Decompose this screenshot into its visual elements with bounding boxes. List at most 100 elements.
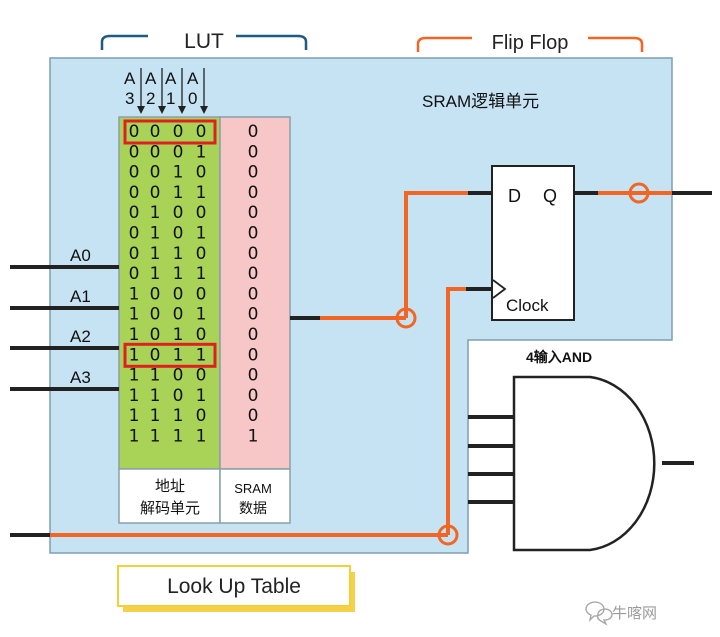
address-bit: 1 — [173, 264, 184, 284]
input-label: A0 — [70, 246, 91, 265]
address-bit: 0 — [150, 305, 161, 325]
address-bit: 1 — [129, 284, 140, 304]
sram-footer-line1: SRAM — [234, 481, 272, 496]
and-gate — [512, 375, 656, 552]
sram-bit: 0 — [248, 224, 259, 244]
lookup-table-label: Look Up Table — [167, 575, 301, 598]
address-bit: 1 — [150, 406, 161, 426]
address-bit: 0 — [173, 203, 184, 223]
address-bit: 0 — [150, 163, 161, 183]
row-highlight-box — [123, 342, 217, 368]
sram-bit: 1 — [248, 427, 259, 447]
sram-bit: 0 — [248, 305, 259, 325]
address-arrow-head — [200, 106, 208, 114]
address-bit: 1 — [173, 406, 184, 426]
row-highlight-box — [123, 119, 217, 145]
mux-junction-1 — [395, 307, 417, 329]
sram-bit: 0 — [248, 386, 259, 406]
address-bit: 1 — [173, 325, 184, 345]
address-bit: 0 — [196, 122, 207, 142]
sram-bit: 0 — [248, 366, 259, 386]
sram-bit: 0 — [248, 203, 259, 223]
address-bit: 0 — [173, 224, 184, 244]
ff-d-label: D — [508, 186, 521, 206]
address-bit: 1 — [173, 345, 184, 365]
address-bit: 1 — [150, 244, 161, 264]
address-bit: 0 — [196, 366, 207, 386]
address-bit: 1 — [196, 142, 207, 162]
address-bit: 0 — [129, 203, 140, 223]
lut-label: LUT — [184, 30, 224, 53]
clock-wire — [50, 287, 466, 537]
address-bit: 1 — [196, 264, 207, 284]
address-bit: 1 — [173, 244, 184, 264]
flipflop-label: Flip Flop — [492, 32, 569, 54]
address-bit: 0 — [173, 366, 184, 386]
ff-q-label: Q — [543, 186, 557, 206]
address-bit: 1 — [150, 203, 161, 223]
address-bit: 0 — [173, 142, 184, 162]
address-bit: 0 — [129, 264, 140, 284]
address-bit: 0 — [129, 244, 140, 264]
address-footer-line2: 解码单元 — [140, 500, 200, 517]
address-bit: 1 — [129, 366, 140, 386]
ff-clock-label: Clock — [506, 296, 549, 315]
address-bit: 1 — [129, 345, 140, 365]
lut-to-d-wire — [320, 191, 468, 320]
address-header-digit: 0 — [188, 89, 197, 108]
address-bit: 1 — [196, 386, 207, 406]
sram-bit: 0 — [248, 284, 259, 304]
address-arrow-head — [137, 106, 145, 114]
address-bit: 1 — [173, 183, 184, 203]
lut-sram-column — [219, 116, 291, 470]
address-bit: 0 — [150, 122, 161, 142]
address-bit: 0 — [129, 163, 140, 183]
q-junction — [628, 182, 650, 204]
address-bit: 0 — [196, 325, 207, 345]
address-bit: 1 — [150, 366, 161, 386]
and-gate-label: 4输入AND — [526, 349, 592, 365]
lut-address-column — [118, 116, 221, 470]
clock-junction — [437, 524, 459, 546]
address-bit: 1 — [150, 224, 161, 244]
address-header-letter: A — [124, 69, 136, 88]
address-bit: 0 — [173, 122, 184, 142]
address-arrow-head — [158, 106, 166, 114]
address-bit: 1 — [129, 325, 140, 345]
lut-address-footer — [118, 468, 221, 524]
input-label: A2 — [70, 327, 91, 346]
address-bit: 1 — [196, 427, 207, 447]
sram-bit: 0 — [248, 163, 259, 183]
address-bit: 0 — [129, 183, 140, 203]
address-bit: 1 — [150, 264, 161, 284]
address-header-letter: A — [165, 69, 177, 88]
watermark: 牛喀网 — [585, 601, 657, 626]
lut-sram-footer — [219, 468, 291, 524]
input-label: A3 — [70, 368, 91, 387]
sram-bit: 0 — [248, 122, 259, 142]
address-bit: 1 — [196, 224, 207, 244]
sram-bit: 0 — [248, 244, 259, 264]
address-header-letter: A — [145, 69, 157, 88]
address-bit: 0 — [150, 142, 161, 162]
sram-bit: 0 — [248, 142, 259, 162]
address-bit: 0 — [129, 224, 140, 244]
address-bit: 0 — [196, 163, 207, 183]
address-bit: 0 — [173, 386, 184, 406]
sram-bit: 0 — [248, 183, 259, 203]
address-bit: 0 — [173, 284, 184, 304]
address-bit: 0 — [150, 183, 161, 203]
lookup-table-box — [117, 565, 351, 607]
address-footer-line1: 地址 — [155, 478, 185, 495]
flip-flop — [491, 165, 575, 321]
chat-icon — [585, 601, 613, 626]
address-header-digit: 1 — [166, 89, 175, 108]
address-header-letter: A — [187, 69, 199, 88]
sram-footer-line2: 数据 — [239, 500, 267, 516]
address-bit: 1 — [129, 406, 140, 426]
address-bit: 0 — [150, 325, 161, 345]
sram-cell-title: SRAM逻辑单元 — [422, 92, 539, 111]
